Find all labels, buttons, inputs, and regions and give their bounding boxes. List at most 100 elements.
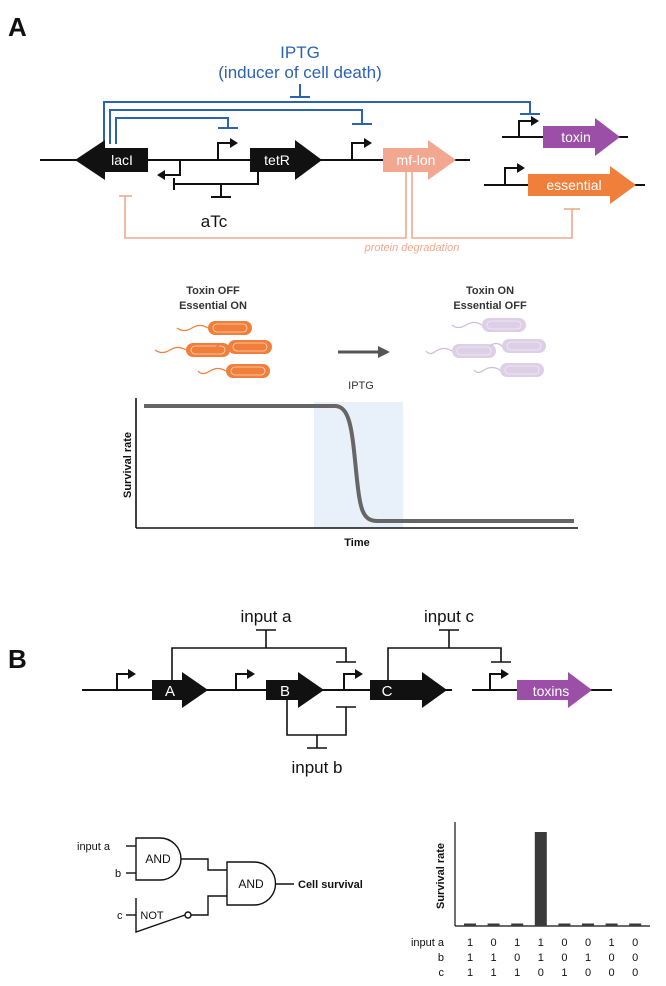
tetr-repression xyxy=(173,172,259,198)
survival-bar xyxy=(511,923,524,926)
transition-arrowhead xyxy=(378,346,390,358)
input-b-label: input b xyxy=(291,758,342,777)
mflon-gene: mf-lon xyxy=(383,140,456,180)
gene-c: C xyxy=(370,672,447,708)
truth-table-value: 1 xyxy=(538,952,544,964)
truth-table-value: 1 xyxy=(467,937,473,949)
induction-window xyxy=(314,402,403,528)
bacterium-icon xyxy=(489,339,546,353)
survival-bar xyxy=(487,923,500,926)
essential-label: essential xyxy=(546,177,601,193)
truth-table-value: 1 xyxy=(514,967,520,979)
not-gate xyxy=(135,898,186,933)
degradation-label: protein degradation xyxy=(364,242,460,254)
truth-table-value: 0 xyxy=(609,967,615,979)
laci-gene: lacI xyxy=(75,140,148,180)
promoter-toxins xyxy=(489,673,501,690)
truth-table-row-label: c xyxy=(439,967,445,979)
toxin-gene: toxin xyxy=(543,118,620,156)
and-gate-2-label: AND xyxy=(238,877,264,891)
bacterium-icon xyxy=(425,344,496,358)
panel-a-letter: A xyxy=(8,12,27,42)
panel-b-regulation xyxy=(171,629,511,749)
bacterium-icon xyxy=(154,343,230,357)
survival-bar xyxy=(582,923,594,926)
plot-ylabel: Survival rate xyxy=(122,432,134,498)
truth-table-value: 1 xyxy=(561,967,567,979)
bacterium-icon xyxy=(473,363,544,377)
degradation-lines xyxy=(119,172,580,239)
survival-bar-chart: Survival rate input a bc 1 0 1 1 0 0 1 0 1 1 0 1 0 1 0 0… xyxy=(411,822,650,979)
bar-chart-ylabel: Survival rate xyxy=(435,843,447,909)
truth-table-value: 1 xyxy=(609,937,615,949)
plot-xlabel: Time xyxy=(344,537,369,549)
tetr-promoter xyxy=(217,142,230,160)
truth-table-value: 1 xyxy=(467,967,473,979)
promoter-c xyxy=(343,673,355,690)
truth-table-value: 0 xyxy=(491,937,497,949)
bacterium-icon xyxy=(176,321,252,335)
state-left-line2: Essential ON xyxy=(179,300,247,312)
survival-bar xyxy=(464,923,476,926)
gene-b: B xyxy=(266,672,324,708)
promoter-b xyxy=(235,673,247,690)
bacterium-icon xyxy=(451,318,526,332)
gene-a: A xyxy=(152,672,208,708)
truth-table-value: 0 xyxy=(585,937,591,949)
and-gate-2 xyxy=(226,861,277,906)
panel-b-letter: B xyxy=(8,644,27,674)
truth-table-value: 0 xyxy=(609,952,615,964)
iptg-repression-lines xyxy=(103,84,540,144)
not-gate-label: NOT xyxy=(140,910,164,922)
gene-b-label: B xyxy=(280,683,290,700)
state-right-line1: Toxin ON xyxy=(466,285,514,297)
survival-curve xyxy=(144,404,574,523)
bacterium-icon xyxy=(215,340,272,354)
dead-bacteria-group xyxy=(425,318,546,377)
mflon-label: mf-lon xyxy=(397,152,436,168)
truth-table-value: 1 xyxy=(514,937,520,949)
toxin-label: toxin xyxy=(561,129,591,145)
iptg-title: IPTG xyxy=(280,43,320,62)
tetr-gene: tetR xyxy=(250,140,322,180)
toxins-gene: toxins xyxy=(517,672,592,708)
essential-promoter xyxy=(504,167,517,185)
truth-table-value: 1 xyxy=(491,967,497,979)
atc-label: aTc xyxy=(201,212,228,231)
survival-bar xyxy=(534,832,547,926)
truth-table-value: 1 xyxy=(467,952,473,964)
truth-table-value: 0 xyxy=(632,967,638,979)
truth-table-value: 0 xyxy=(514,952,520,964)
truth-table-value: 1 xyxy=(491,952,497,964)
iptg-subtitle: (inducer of cell death) xyxy=(218,63,381,82)
gene-a-label: A xyxy=(165,683,175,700)
truth-table-row-label: input a xyxy=(411,937,445,949)
gate-input-b-label: b xyxy=(115,868,121,880)
truth-table-value: 0 xyxy=(632,937,638,949)
essential-gene: essential xyxy=(528,166,636,204)
gate-input-c-label: c xyxy=(117,910,123,922)
laci-promoter xyxy=(165,160,181,176)
not-bubble xyxy=(184,911,192,919)
promoter-a xyxy=(116,673,128,690)
survival-bar xyxy=(605,923,618,926)
gate-output-label: Cell survival xyxy=(298,879,363,891)
truth-table-value: 1 xyxy=(538,937,544,949)
live-bacteria-group xyxy=(154,321,272,378)
gate-input-a-label: input a xyxy=(77,841,111,853)
state-right-line2: Essential OFF xyxy=(453,300,527,312)
transition-label: IPTG xyxy=(348,380,374,392)
truth-table-value: 0 xyxy=(632,952,638,964)
toxins-label: toxins xyxy=(533,683,570,699)
survival-bar xyxy=(629,923,642,926)
truth-table-value: 0 xyxy=(561,952,567,964)
laci-label: lacI xyxy=(111,152,133,168)
gene-c-label: C xyxy=(382,683,393,700)
survival-time-plot: Survival rate Time xyxy=(122,398,578,549)
truth-table-row-label: b xyxy=(438,952,444,964)
state-left-line1: Toxin OFF xyxy=(186,285,240,297)
toxin-promoter xyxy=(518,120,531,137)
and-gate-1 xyxy=(135,837,182,881)
mflon-promoter xyxy=(351,142,364,160)
logic-circuit: input a b c AND NOT AND Cell survival xyxy=(77,837,363,933)
